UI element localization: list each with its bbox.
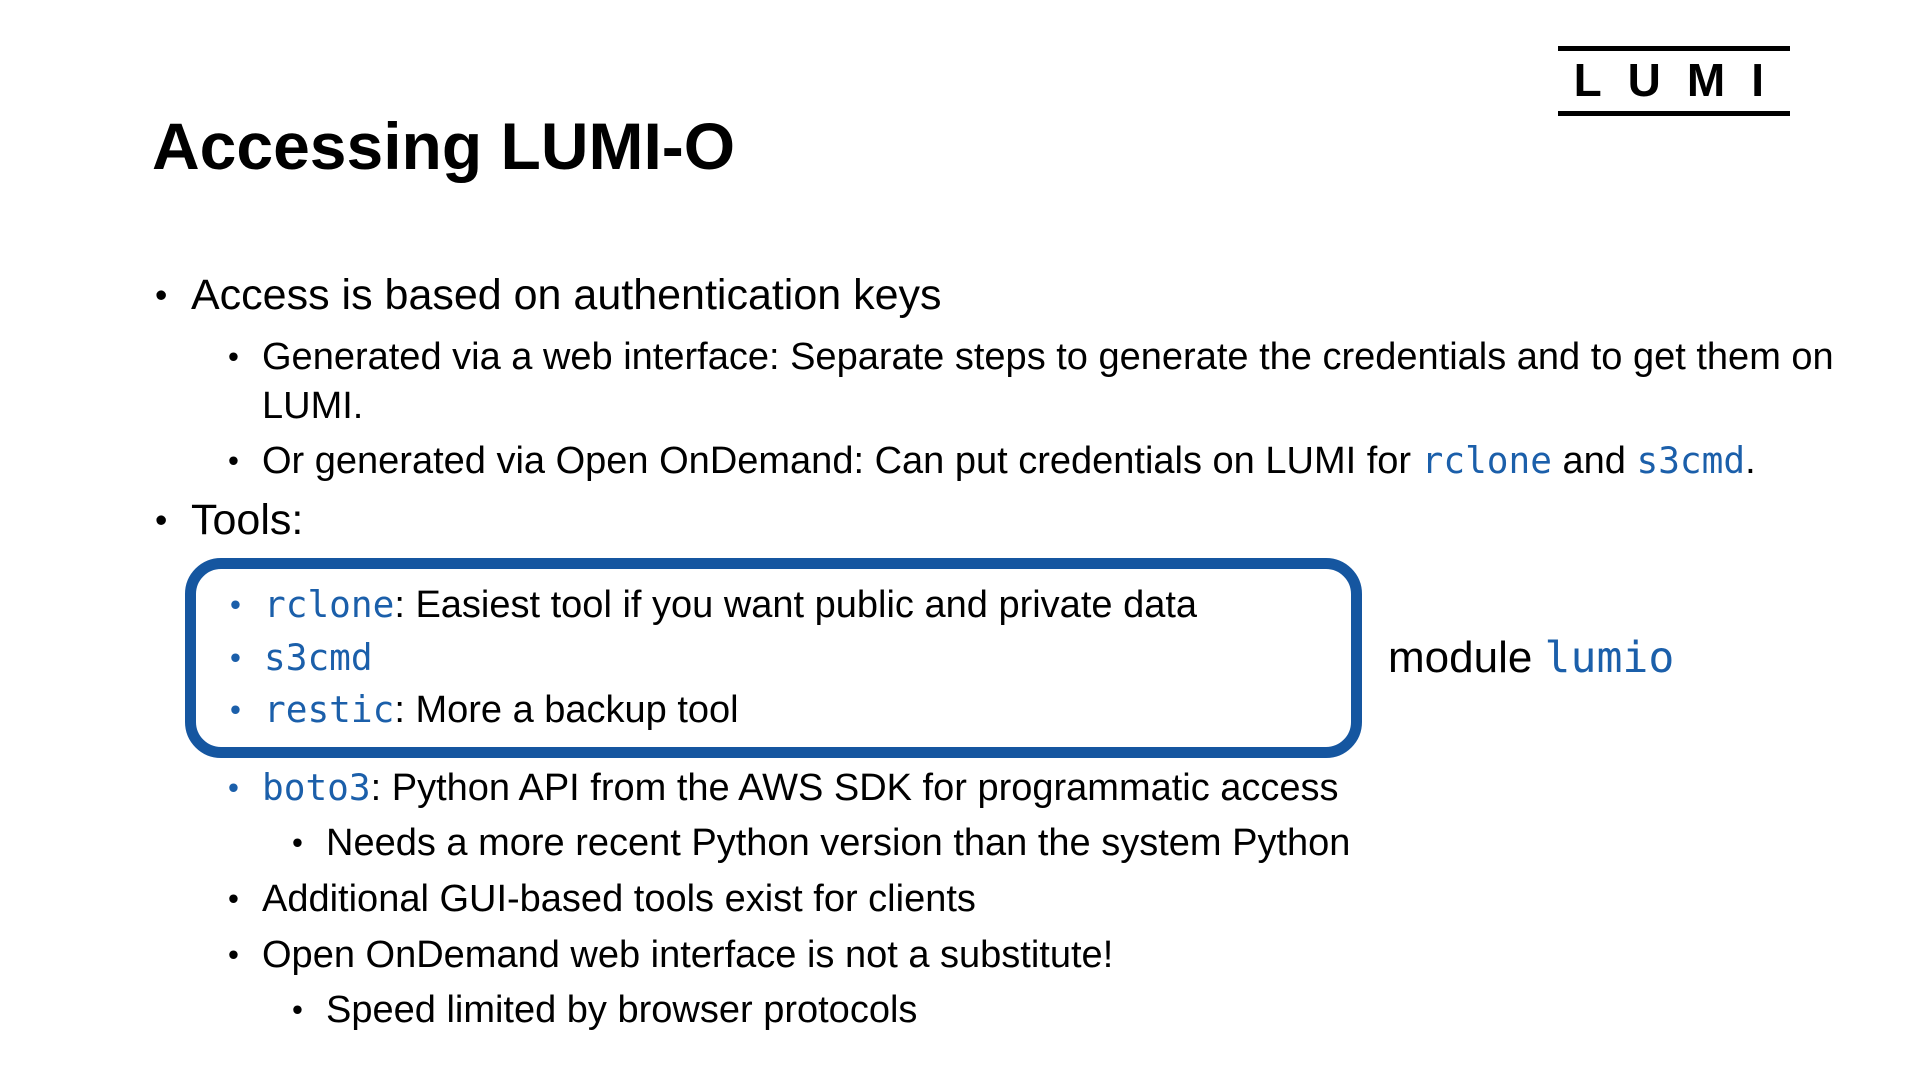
bullet-item: • restic: More a backup tool [206, 686, 1339, 735]
text-segment: : Easiest tool if you want public and pr… [394, 583, 1198, 626]
highlight-row: • rclone: Easiest tool if you want public… [185, 557, 1855, 758]
inline-code: lumio [1544, 632, 1675, 683]
bullet-text: Speed limited by browser protocols [326, 986, 1855, 1035]
bullet-marker: • [292, 825, 303, 861]
text-segment: : More a backup tool [394, 689, 739, 732]
bullet-item: • Needs a more recent Python version than… [155, 819, 1855, 868]
text-segment: Speed limited by browser protocols [326, 989, 918, 1032]
bullet-marker: • [228, 936, 239, 972]
highlight-box: • rclone: Easiest tool if you want public… [185, 557, 1362, 758]
bullet-marker: • [155, 276, 168, 315]
inline-code: boto3 [262, 766, 371, 809]
text-segment: Or generated via Open OnDemand: Can put … [262, 440, 1422, 483]
bullet-item: • Open OnDemand web interface is not a su… [155, 931, 1855, 980]
bullet-marker: • [292, 992, 303, 1028]
text-segment: Additional GUI-based tools exist for cli… [262, 878, 976, 921]
text-segment: : Python API from the AWS SDK for progra… [370, 766, 1339, 809]
inline-code: s3cmd [1636, 440, 1746, 483]
bullet-item: • rclone: Easiest tool if you want public… [206, 581, 1339, 630]
inline-code: rclone [264, 583, 395, 626]
bullet-marker: • [230, 692, 241, 728]
inline-code: s3cmd [264, 636, 373, 679]
bullet-marker: • [228, 339, 239, 375]
bullet-text: rclone: Easiest tool if you want public … [264, 581, 1339, 630]
lumi-logo-text: LUMI [1557, 46, 1790, 116]
slide-content: •Access is based on authentication keys•… [155, 268, 1855, 1042]
inline-code: restic [264, 689, 395, 732]
bullet-text: s3cmd [264, 634, 1339, 683]
lumi-logo: LUMI [1557, 46, 1790, 116]
bullet-item: • Generated via a web interface: Separate… [155, 333, 1855, 430]
bullet-marker: • [230, 639, 241, 675]
bullet-marker: • [230, 586, 241, 622]
bullet-text: Or generated via Open OnDemand: Can put … [262, 437, 1855, 486]
bullet-item: • Speed limited by browser protocols [155, 986, 1855, 1035]
bullet-item: • Additional GUI-based tools exist for cl… [155, 875, 1855, 924]
bullet-text: Additional GUI-based tools exist for cli… [262, 875, 1855, 924]
page-title: Accessing LUMI-O [152, 109, 736, 183]
bullet-item: • Or generated via Open OnDemand: Can put… [155, 437, 1855, 486]
bullet-list-bottom: • boto3: Python API from the AWS SDK for … [155, 764, 1855, 1035]
bullet-item: • s3cmd [206, 634, 1339, 683]
bullet-item: • Access is based on authentication keys [155, 268, 1855, 323]
bullet-text: Needs a more recent Python version than … [326, 819, 1855, 868]
bullet-marker: • [155, 500, 168, 540]
bullet-text: Access is based on authentication keys [191, 268, 1855, 323]
inline-code: rclone [1421, 440, 1552, 483]
bullet-text: Tools: [191, 493, 1855, 548]
bullet-text: Open OnDemand web interface is not a sub… [262, 931, 1855, 980]
text-segment: Tools: [191, 495, 304, 544]
text-segment: . [1745, 440, 1756, 483]
bullet-marker: • [228, 769, 239, 805]
text-segment: Open OnDemand web interface is not a sub… [262, 933, 1114, 976]
text-segment: and [1551, 440, 1637, 483]
text-segment: Access is based on authentication keys [191, 271, 942, 319]
text-segment: Generated via a web interface: Separate … [262, 336, 1834, 427]
bullet-item: • Tools: [155, 493, 1855, 548]
bullet-marker: • [228, 881, 239, 917]
bullet-list-top: •Access is based on authentication keys•… [155, 268, 1855, 548]
bullet-text: restic: More a backup tool [264, 686, 1339, 735]
module-note: module lumio [1388, 633, 1674, 683]
bullet-marker: • [228, 443, 239, 479]
bullet-text: boto3: Python API from the AWS SDK for p… [262, 764, 1855, 813]
text-segment: module [1388, 632, 1545, 682]
bullet-item: • boto3: Python API from the AWS SDK for … [155, 764, 1855, 813]
text-segment: Needs a more recent Python version than … [326, 822, 1351, 865]
bullet-text: Generated via a web interface: Separate … [262, 333, 1855, 430]
